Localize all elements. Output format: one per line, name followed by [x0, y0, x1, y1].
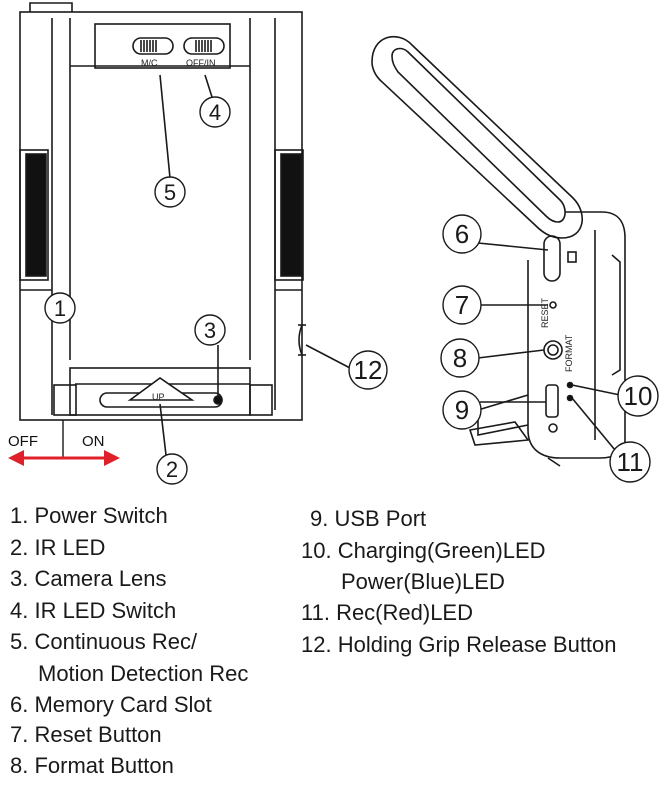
legend-item-5: 5. Continuous Rec/: [10, 629, 198, 654]
legend-item-10-cont: Power(Blue)LED: [341, 569, 505, 594]
svg-text:1: 1: [54, 296, 66, 321]
callout-8: 8: [440, 338, 480, 378]
legend-item-12: 12. Holding Grip Release Button: [301, 632, 617, 657]
reset-label: RESET: [540, 297, 550, 328]
charging-power-led: [566, 381, 574, 389]
legend-item-10: 10. Charging(Green)LED: [301, 538, 546, 563]
callout-11: 11: [609, 441, 651, 483]
svg-text:4: 4: [209, 100, 221, 125]
svg-text:9: 9: [455, 395, 469, 425]
legend-item-11: 11. Rec(Red)LED: [301, 600, 473, 625]
up-button[interactable]: [127, 377, 195, 401]
svg-text:3: 3: [204, 318, 216, 343]
legend-item-2: 2. IR LED: [10, 535, 106, 560]
memory-card-slot: [543, 235, 561, 282]
front-view: M/C OFF/IN UP: [19, 2, 306, 421]
callout-6: 6: [442, 214, 482, 254]
format-label: FORMAT: [564, 334, 574, 372]
callout-2: 2: [156, 453, 188, 485]
legend-item-1: 1. Power Switch: [10, 503, 168, 528]
callout-5: 5: [154, 176, 186, 208]
switch-label-offin: OFF/IN: [186, 58, 216, 68]
legend-item-5-cont: Motion Detection Rec: [38, 661, 249, 686]
left-grip: [19, 149, 49, 281]
ir-led-switch[interactable]: [183, 37, 225, 55]
legend-item-6: 6. Memory Card Slot: [10, 692, 212, 717]
callout-1: 1: [44, 292, 76, 324]
grip-release-button[interactable]: [298, 324, 303, 356]
callout-12: 12: [348, 350, 388, 390]
switch-label-mc: M/C: [141, 58, 158, 68]
svg-text:2: 2: [166, 457, 178, 482]
legend-item-4: 4. IR LED Switch: [10, 598, 177, 623]
svg-text:6: 6: [455, 219, 469, 249]
callout-10: 10: [617, 375, 659, 417]
svg-text:12: 12: [354, 355, 383, 385]
svg-text:5: 5: [164, 180, 176, 205]
legend-item-7: 7. Reset Button: [10, 722, 162, 747]
reset-button[interactable]: [549, 301, 557, 309]
rec-led: [566, 394, 574, 402]
format-button[interactable]: [543, 340, 563, 360]
callout-9: 9: [442, 390, 482, 430]
holding-grip-arm: [371, 35, 583, 239]
legend-item-3: 3. Camera Lens: [10, 566, 167, 591]
callout-7: 7: [442, 285, 482, 325]
mode-switch[interactable]: [132, 37, 174, 55]
svg-text:11: 11: [617, 447, 644, 477]
callout-4: 4: [199, 96, 231, 128]
svg-text:8: 8: [453, 343, 467, 373]
device-diagram: M/C OFF/IN UP: [8, 2, 659, 485]
right-grip: [274, 149, 304, 281]
front-body-outline: [19, 11, 303, 421]
arrow-label-off: OFF: [8, 433, 38, 450]
svg-text:7: 7: [455, 290, 469, 320]
svg-text:10: 10: [624, 381, 653, 411]
power-direction-arrow: OFF ON: [8, 420, 120, 466]
legend-item-8: 8. Format Button: [10, 753, 174, 778]
usb-port: [545, 384, 559, 418]
arrow-label-on: ON: [82, 433, 105, 450]
legend-item-9: 9. USB Port: [310, 506, 427, 531]
callout-3: 3: [194, 314, 226, 346]
up-label: UP: [152, 392, 165, 402]
